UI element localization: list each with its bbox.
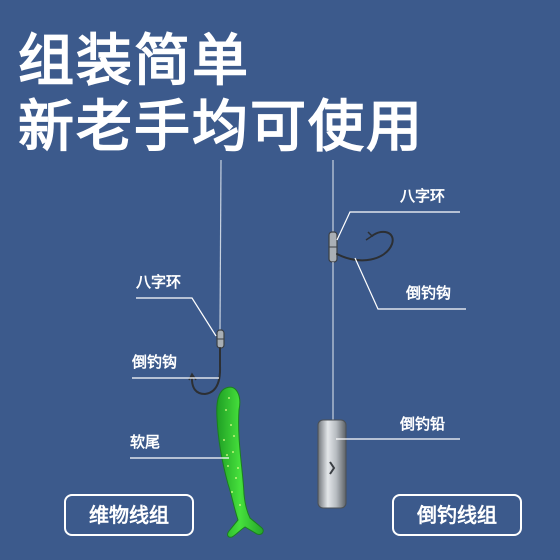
left-swivel-label: 八字环 (136, 273, 182, 291)
headline-line-2: 新老手均可使用 (18, 95, 424, 160)
right-sinker-label: 倒钓铅 (400, 415, 446, 433)
right-rig (317, 160, 466, 509)
left-hook (190, 347, 222, 396)
right-hook-pointer (354, 257, 466, 310)
right-rig-button[interactable]: 倒钓线组 (392, 494, 522, 536)
right-hook-barb (365, 231, 374, 241)
left-swivel-pointer (136, 297, 217, 337)
left-fishing-line (219, 159, 222, 331)
soft-tail-lure (216, 386, 264, 538)
right-swivel-pointer (336, 211, 460, 241)
right-swivel-label: 八字环 (400, 187, 446, 205)
left-swivel (216, 329, 225, 349)
left-hook-label: 倒钓钩 (132, 353, 178, 371)
right-swivel (328, 231, 338, 263)
right-hook (336, 230, 394, 262)
left-rig-button[interactable]: 维物线组 (64, 494, 194, 536)
headline-line-1: 组装简单 (18, 29, 250, 94)
left-rig (130, 159, 264, 538)
right-hook-label: 倒钓钩 (406, 284, 452, 302)
sinker (317, 419, 347, 509)
left-tail-label: 软尾 (130, 433, 161, 451)
